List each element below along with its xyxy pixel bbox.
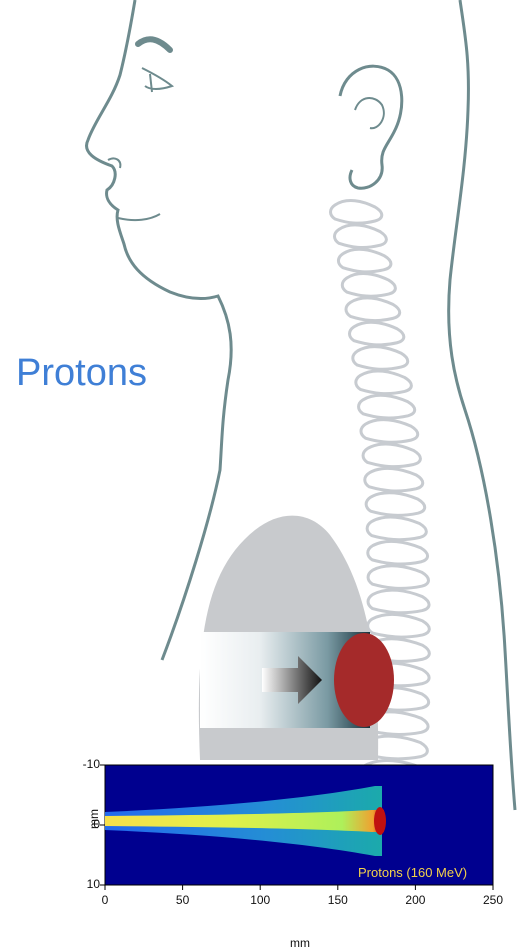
- vertebra: [334, 225, 386, 248]
- bragg-peak: [374, 807, 386, 835]
- y-tick-label: 10: [76, 877, 100, 891]
- vertebra: [353, 347, 408, 370]
- chart-annotation: Protons (160 MeV): [358, 865, 467, 880]
- vertebra: [365, 468, 423, 491]
- vertebra: [366, 493, 425, 516]
- y-axis-label: mm: [87, 809, 101, 829]
- eyebrow: [138, 39, 170, 50]
- vertebra: [346, 298, 400, 321]
- x-axis-label: mm: [290, 936, 310, 950]
- x-tick-label: 150: [328, 893, 348, 907]
- vertebra: [356, 371, 412, 394]
- vertebra: [361, 420, 418, 443]
- vertebra: [331, 201, 382, 224]
- tumor: [334, 633, 394, 727]
- face-profile: [87, 0, 232, 660]
- vertebra: [338, 249, 390, 272]
- x-tick-label: 0: [95, 893, 115, 907]
- x-tick-label: 250: [483, 893, 503, 907]
- x-tick-label: 50: [173, 893, 193, 907]
- ear-inner: [355, 98, 384, 128]
- x-ticks: [105, 885, 493, 890]
- x-tick-label: 100: [250, 893, 270, 907]
- vertebra: [350, 322, 404, 345]
- vertebra: [368, 566, 428, 589]
- vertebra: [368, 541, 428, 564]
- vertebra: [342, 274, 395, 297]
- vertebra: [368, 614, 430, 637]
- vertebra: [359, 395, 415, 418]
- dose-heatmap: [0, 752, 520, 952]
- x-tick-label: 200: [405, 893, 425, 907]
- eye: [142, 68, 172, 92]
- vertebra: [367, 517, 426, 540]
- y-tick-label: -10: [76, 757, 100, 771]
- vertebra: [368, 590, 429, 613]
- jaw-line: [118, 214, 160, 220]
- back-profile: [449, 0, 515, 810]
- protons-label: Protons: [16, 352, 147, 395]
- vertebra: [363, 444, 420, 467]
